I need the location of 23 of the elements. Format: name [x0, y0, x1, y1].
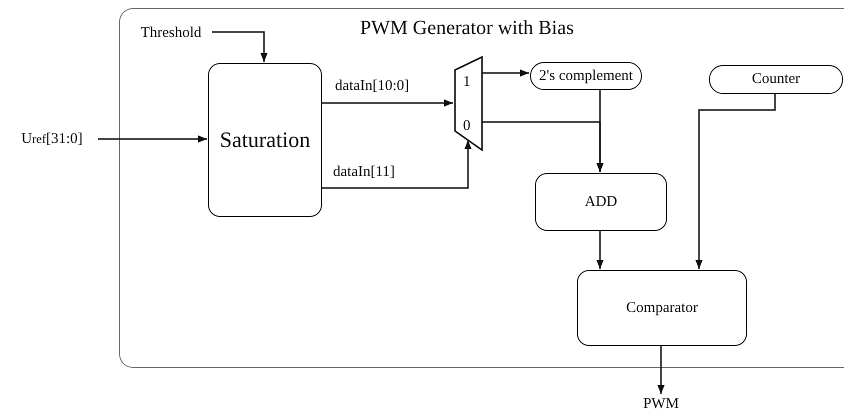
arrow: [596, 230, 604, 269]
module-title: PWM Generator with Bias: [360, 17, 574, 40]
process-box: ADD: [535, 173, 667, 231]
arrow: [212, 31, 268, 62]
arrow: [321, 99, 453, 107]
arrow: [596, 89, 604, 172]
signal-name: PWM: [636, 394, 686, 414]
arrow: [321, 140, 472, 189]
port-label: 0: [463, 118, 470, 134]
process-box: Counter: [709, 65, 843, 94]
arrow: [482, 69, 529, 77]
port-label: 1: [463, 74, 470, 90]
edge-label: dataIn[10:0]: [333, 78, 412, 95]
process-box: 2's complement: [530, 62, 642, 90]
process-box: Comparator: [577, 270, 747, 346]
process-box: Saturation: [208, 63, 322, 217]
signal-name: Threshold: [129, 23, 213, 43]
multiplexer-symbol: [454, 56, 483, 151]
arrow: [657, 345, 665, 394]
module-frame: [119, 8, 844, 368]
edge-label: dataIn[11]: [331, 164, 397, 181]
arrow: [695, 93, 776, 269]
arrow: [98, 135, 207, 143]
